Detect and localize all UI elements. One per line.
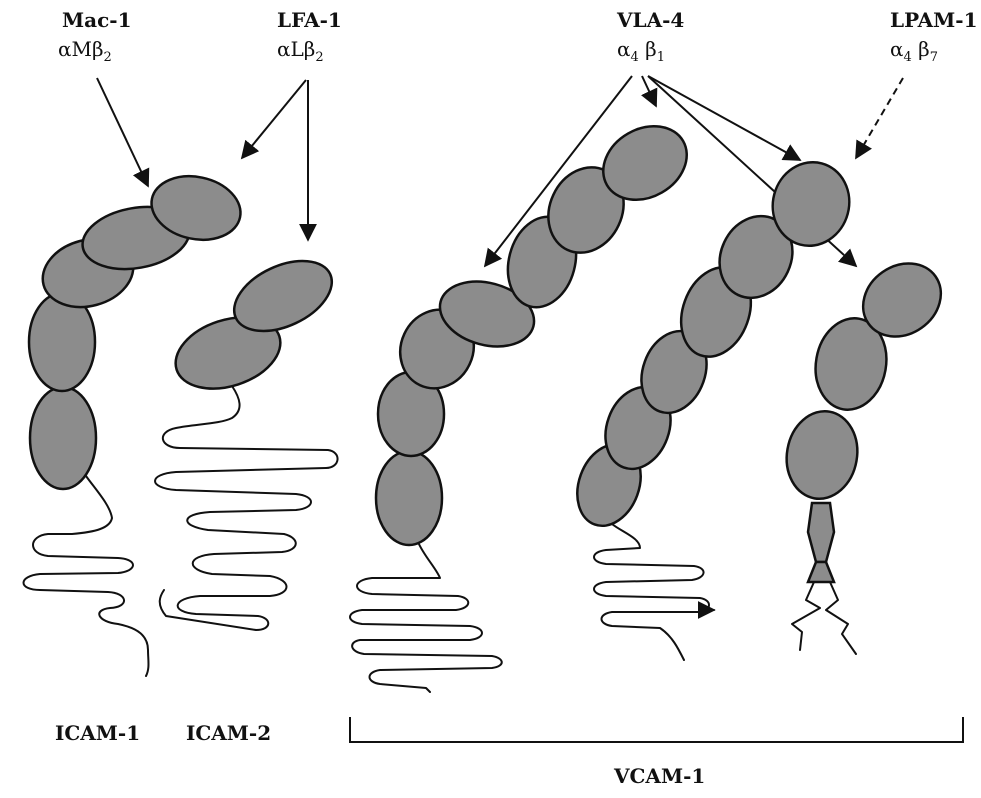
integrin-label-lpam1: LPAM-1 α4 β7 <box>890 8 978 65</box>
integrin-label-vla4: VLA-4 α4 β1 <box>616 8 684 65</box>
lfa1-name: LFA-1 <box>277 8 342 32</box>
vcam1-3d-linker-upper <box>808 503 834 562</box>
vcam1-7d-domain-1 <box>376 451 442 545</box>
vcam1-3d-linker-lower <box>808 562 834 582</box>
lpam1-subunits: α4 β7 <box>890 37 938 65</box>
vcam1-label: VCAM-1 <box>613 764 705 788</box>
integrin-label-lfa1: LFA-1 αLβ2 <box>277 8 342 65</box>
vcam1-3d-domain-1 <box>780 406 864 505</box>
arrow-mac1-icam1 <box>97 78 148 186</box>
vla4-subunits: α4 β1 <box>617 37 665 65</box>
icam1-label: ICAM-1 <box>55 721 140 745</box>
mac1-name: Mac-1 <box>62 8 132 32</box>
icam2-transmembrane-tail <box>155 386 338 630</box>
lfa1-subunits: αLβ2 <box>277 37 324 65</box>
vcam1-bracket <box>350 717 963 742</box>
integrin-label-mac1: Mac-1 αMβ2 <box>58 8 132 65</box>
arrow-lpam1-vcam1 <box>856 78 903 158</box>
icam2-label: ICAM-2 <box>186 721 271 745</box>
vcam1-7d-transmembrane-tail <box>350 542 502 692</box>
vcam1-6d-transmembrane-tail <box>594 524 709 660</box>
icam1-transmembrane-tail <box>24 476 149 676</box>
mac1-subunits: αMβ2 <box>58 37 112 65</box>
arrow-lfa1-icam1 <box>242 80 306 158</box>
vcam1-3domain-molecule <box>780 249 955 654</box>
icam2-molecule <box>155 247 343 630</box>
vcam1-3d-anchor-right <box>826 582 856 654</box>
icam1-domain-1 <box>30 387 96 489</box>
lpam1-name: LPAM-1 <box>890 8 978 32</box>
vcam1-3d-anchor-left <box>792 582 820 650</box>
vla4-name: VLA-4 <box>616 8 684 32</box>
